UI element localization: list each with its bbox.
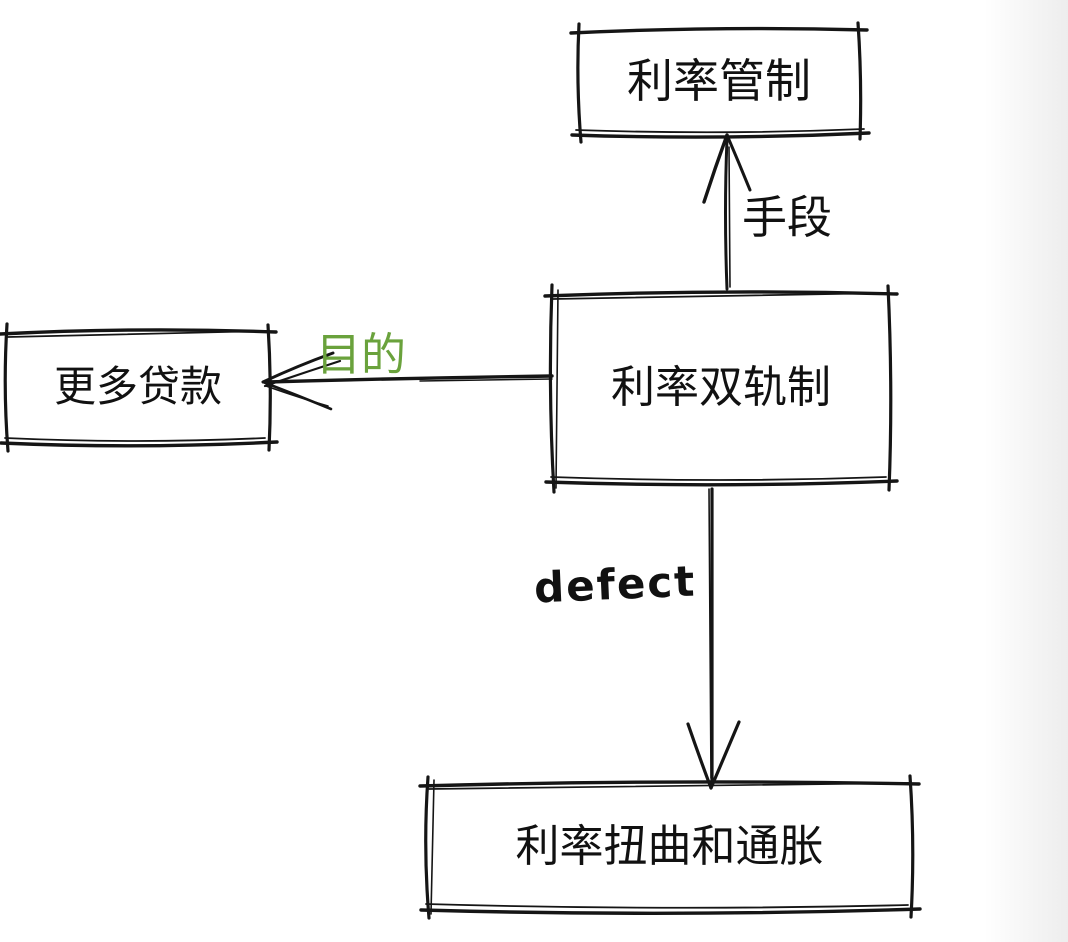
arrow-defect-down[interactable]: [686, 487, 741, 790]
edge-label-purpose[interactable]: 目的: [316, 328, 407, 381]
edge-label-defect[interactable]: defect: [533, 556, 698, 613]
node-more-loans[interactable]: 更多贷款: [6, 331, 270, 444]
node-interest-rate-control-label: 利率管制: [627, 54, 811, 109]
page-edge-shade: [983, 0, 1068, 942]
arrow-purpose-left[interactable]: [261, 351, 554, 411]
node-interest-rate-control[interactable]: 利率管制: [578, 28, 860, 135]
node-more-loans-label: 更多贷款: [53, 362, 222, 412]
node-dual-track-system[interactable]: 利率双轨制: [552, 293, 890, 483]
node-distortion-inflation[interactable]: 利率扭曲和通胀: [427, 783, 912, 911]
node-dual-track-system-label: 利率双轨制: [611, 361, 831, 413]
node-distortion-inflation-label: 利率扭曲和通胀: [515, 820, 824, 872]
edge-label-means[interactable]: 手段: [742, 191, 833, 244]
